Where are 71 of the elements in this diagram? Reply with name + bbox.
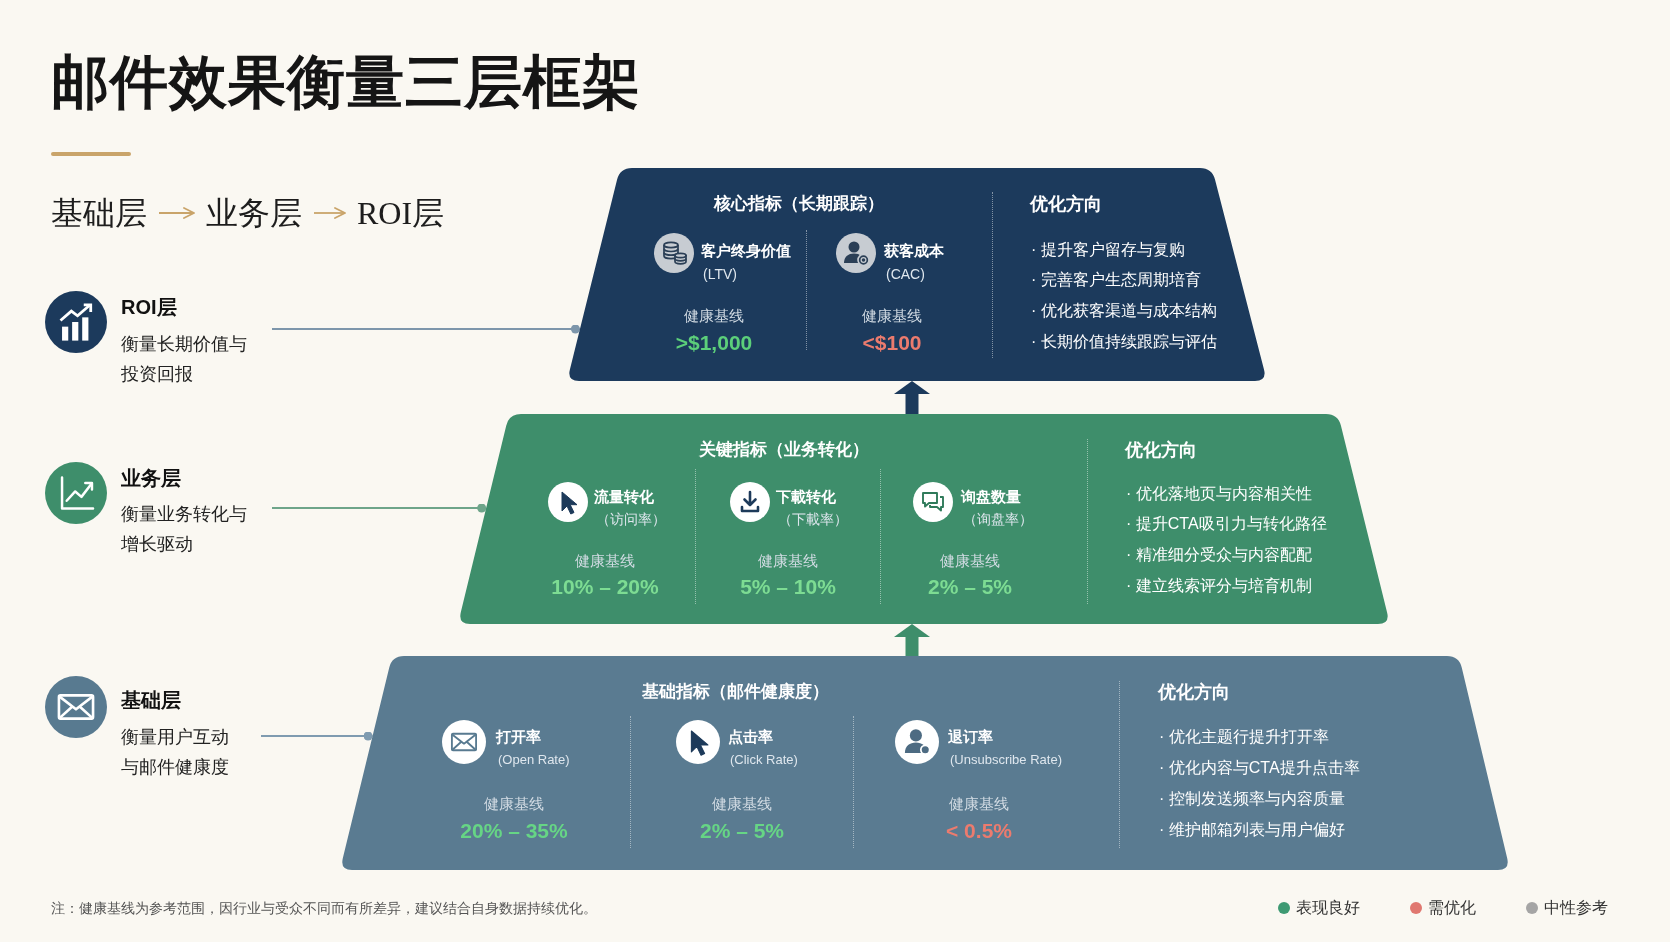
metric-subtitle: (LTV) (703, 266, 737, 284)
baseline-label: 健康基线 (684, 306, 744, 326)
arrow (158, 207, 195, 219)
legend-label: 表现良好 (1296, 898, 1360, 918)
block-arrow (894, 624, 930, 656)
bullet-item: · 控制发送频率与内容质量 (1159, 789, 1345, 809)
baseline-value: <$100 (862, 329, 922, 356)
layer-name: ROI层 (345, 190, 457, 236)
metric-subtitle: (Unsubscribe Rate) (950, 751, 1062, 769)
baseline-label: 健康基线 (940, 551, 1000, 571)
bullet-item: · 优化落地页与内容相关性 (1126, 484, 1312, 504)
baseline-label: 健康基线 (949, 794, 1009, 814)
metric-subtitle: （询盘率） (963, 511, 1033, 529)
layer-title: 业务层 (121, 466, 181, 491)
section-heading: 基础指标（邮件健康度） (641, 681, 829, 703)
bullet-item: · 建立线索评分与培育机制 (1126, 576, 1312, 596)
title: 邮件效果衡量三层框架 (51, 49, 641, 117)
baseline-value: >$1,000 (675, 329, 753, 356)
bullet-item: · 提升客户留存与复购 (1031, 240, 1185, 260)
block-arrow (894, 381, 930, 414)
baseline-value: 5% – 10% (740, 573, 836, 600)
leader-line (271, 324, 581, 334)
arrow (313, 207, 346, 219)
legend-label: 中性参考 (1544, 898, 1608, 918)
bullet-item: · 维护邮箱列表与用户偏好 (1159, 820, 1345, 840)
metric-name: 点击率 (728, 727, 773, 747)
baseline-value: 2% – 5% (927, 573, 1013, 600)
baseline-label: 健康基线 (575, 551, 635, 571)
bullet-item: · 长期价值持续跟踪与评估 (1031, 332, 1217, 352)
bullet-item: · 优化获客渠道与成本结构 (1031, 301, 1217, 321)
baseline-label: 健康基线 (484, 794, 544, 814)
bullet-item: · 完善客户生态周期培育 (1031, 270, 1201, 290)
metric-name: 询盘数量 (961, 487, 1021, 507)
metric-name: 客户终身价值 (701, 241, 791, 261)
layer-title: ROI层 (121, 295, 177, 320)
layer-description: 衡量用户互动与邮件健康度 (121, 726, 230, 779)
layer-description: 衡量长期价值与投资回报 (121, 333, 248, 386)
baseline-value: < 0.5% (946, 817, 1012, 844)
leader-line (260, 731, 374, 741)
baseline-value: 10% – 20% (551, 573, 659, 600)
legend-label: 需优化 (1428, 898, 1476, 918)
metric-subtitle: (Click Rate) (730, 751, 798, 769)
metric-name: 流量转化 (594, 487, 654, 507)
metric-name: 退订率 (948, 727, 993, 747)
baseline-label: 健康基线 (862, 306, 922, 326)
bullet-item: · 提升CTA吸引力与转化路径 (1126, 514, 1327, 534)
section-heading: 优化方向 (1125, 438, 1197, 462)
footnote: 注：健康基线为参考范围，因行业与受众不同而有所差异，建议结合自身数据持续优化。 (51, 899, 597, 918)
section-heading: 关键指标（业务转化） (699, 439, 869, 461)
layer-title: 基础层 (121, 688, 181, 713)
section-heading: 优化方向 (1030, 192, 1102, 216)
section-heading: 优化方向 (1158, 680, 1230, 704)
baseline-value: 2% – 5% (699, 817, 785, 844)
metric-subtitle: (CAC) (886, 266, 925, 284)
bullet-item: · 优化内容与CTA提升点击率 (1159, 758, 1360, 778)
metric-name: 获客成本 (884, 241, 944, 261)
leader-line (271, 503, 488, 513)
layer-name: 基础层 (39, 190, 159, 236)
layer-name: 业务层 (194, 190, 314, 236)
baseline-label: 健康基线 (712, 794, 772, 814)
baseline-label: 健康基线 (758, 551, 818, 571)
layer-description: 衡量业务转化与增长驱动 (121, 503, 248, 556)
bullet-item: · 优化主题行提升打开率 (1159, 727, 1329, 747)
section-heading: 核心指标（长期跟踪） (714, 193, 884, 215)
metric-name: 打开率 (496, 727, 541, 747)
metric-subtitle: （访问率） (596, 511, 666, 529)
metric-subtitle: （下載率） (778, 511, 848, 529)
baseline-value: 20% – 35% (460, 817, 568, 844)
metric-name: 下載转化 (776, 487, 836, 507)
metric-subtitle: (Open Rate) (498, 751, 570, 769)
bullet-item: · 精准细分受众与内容配配 (1126, 545, 1312, 565)
